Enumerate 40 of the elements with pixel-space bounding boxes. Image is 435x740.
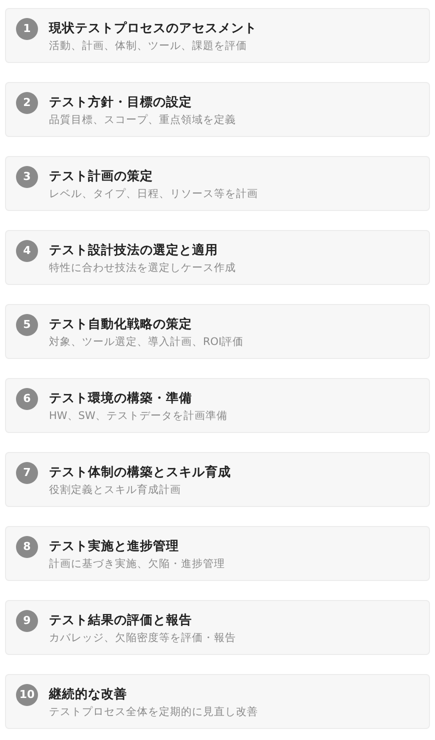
step-description: 活動、計画、体制、ツール、課題を評価: [49, 39, 248, 54]
step-number: 7: [16, 462, 38, 484]
step-title: テスト実施と進捗管理: [49, 537, 180, 555]
step-number: 9: [16, 610, 38, 632]
step-description: 対象、ツール選定、導入計画、ROI評価: [49, 335, 244, 350]
step-description: 特性に合わせ技法を選定しケース作成: [49, 261, 236, 276]
step-number: 8: [16, 536, 38, 558]
step-description: 計画に基づき実施、欠陥・進捗管理: [49, 557, 225, 572]
step-number: 5: [16, 314, 38, 336]
step-title: テスト結果の評価と報告: [49, 611, 193, 629]
step-description: レベル、タイプ、日程、リソース等を計画: [49, 187, 258, 202]
step-card: [5, 378, 430, 433]
step-number: 3: [16, 166, 38, 188]
step-number: 1: [16, 18, 38, 40]
step-number: 2: [16, 92, 38, 114]
step-number: 6: [16, 388, 38, 410]
step-description: HW、SW、テストデータを計画準備: [49, 409, 228, 424]
step-card: [5, 600, 430, 655]
step-description: カバレッジ、欠陥密度等を評価・報告: [49, 631, 236, 646]
step-description: 役割定義とスキル育成計画: [49, 483, 182, 498]
step-title: テスト設計技法の選定と適用: [49, 241, 219, 259]
step-title: テスト環境の構築・準備: [49, 389, 193, 407]
step-card: [5, 304, 430, 359]
step-card: [5, 526, 430, 581]
step-card: [5, 8, 430, 63]
step-number: 4: [16, 240, 38, 262]
step-title: テスト方針・目標の設定: [49, 93, 193, 111]
step-card: [5, 230, 430, 285]
step-title: テスト体制の構築とスキル育成: [49, 463, 231, 481]
step-title: テスト計画の策定: [49, 167, 154, 185]
step-number: 10: [16, 684, 38, 706]
step-title: テスト自動化戦略の策定: [49, 315, 193, 333]
step-card: [5, 156, 430, 211]
step-card: [5, 674, 430, 729]
step-description: テストプロセス全体を定期的に見直し改善: [49, 705, 258, 720]
step-title: 現状テストプロセスのアセスメント: [49, 19, 257, 37]
step-card: [5, 82, 430, 137]
step-card: [5, 452, 430, 507]
step-description: 品質目標、スコープ、重点領域を定義: [49, 113, 236, 128]
step-title: 継続的な改善: [49, 685, 128, 703]
